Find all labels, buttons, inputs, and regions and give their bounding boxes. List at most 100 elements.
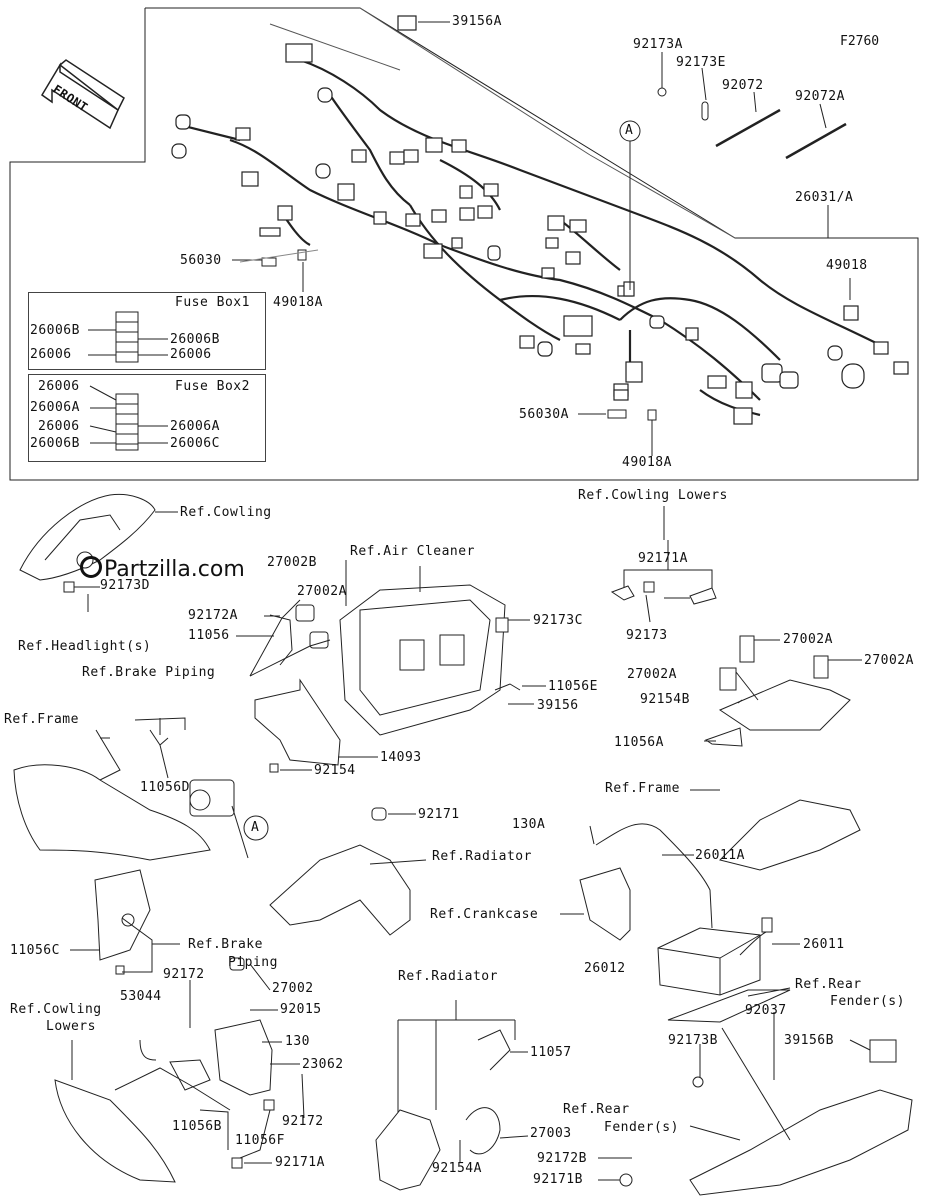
part-label-53044[interactable]: 53044 <box>120 989 162 1004</box>
part-label-49018a-bottom[interactable]: 49018A <box>622 455 672 470</box>
leader-lines-top <box>232 21 851 456</box>
part-label-11056c[interactable]: 11056C <box>10 943 60 958</box>
part-label-23062[interactable]: 23062 <box>302 1057 344 1072</box>
fuse-box2-right-1[interactable]: 26006A <box>170 419 220 434</box>
ref-rear-fender-label-2b[interactable]: Fender(s) <box>604 1120 679 1135</box>
part-label-27002a-3[interactable]: 27002A <box>627 667 677 682</box>
fuse-box1-right-2[interactable]: 26006 <box>170 347 212 362</box>
part-label-39156[interactable]: 39156 <box>537 698 579 713</box>
callout-circle-a-lower <box>243 815 269 841</box>
ref-air-cleaner-label[interactable]: Ref.Air Cleaner <box>350 544 475 559</box>
fuse-box2-right-2[interactable]: 26006C <box>170 436 220 451</box>
ref-radiator-label-2[interactable]: Ref.Radiator <box>398 969 498 984</box>
part-label-39156b[interactable]: 39156B <box>784 1033 834 1048</box>
part-label-92171a-1[interactable]: 92171A <box>638 551 688 566</box>
part-label-11056b[interactable]: 11056B <box>172 1119 222 1134</box>
part-label-11057[interactable]: 11057 <box>530 1045 572 1060</box>
ref-rear-fender-label-1a[interactable]: Ref.Rear <box>795 977 862 992</box>
part-label-92154[interactable]: 92154 <box>314 763 356 778</box>
part-label-11056e[interactable]: 11056E <box>548 679 598 694</box>
cowling-lowers-brackets <box>610 506 717 623</box>
ref-frame-label-1[interactable]: Ref.Frame <box>4 712 79 727</box>
fuse-box2-panel <box>28 374 266 462</box>
watermark-logo: Partzilla.com <box>80 556 245 582</box>
ref-brake-piping-label-2a[interactable]: Ref.Brake <box>188 937 263 952</box>
ref-brake-piping-label-1[interactable]: Ref.Brake Piping <box>82 665 216 680</box>
ref-headlight-label[interactable]: Ref.Headlight(s) <box>18 639 152 654</box>
part-label-56030[interactable]: 56030 <box>180 253 222 268</box>
part-label-26011[interactable]: 26011 <box>803 937 845 952</box>
part-label-92173e[interactable]: 92173E <box>676 55 726 70</box>
part-label-26012[interactable]: 26012 <box>584 961 626 976</box>
part-label-11056f[interactable]: 11056F <box>235 1133 285 1148</box>
ref-brake-piping-label-2b[interactable]: Piping <box>228 955 278 970</box>
part-label-27002b[interactable]: 27002B <box>267 555 317 570</box>
part-label-92173[interactable]: 92173 <box>626 628 668 643</box>
ref-cowling-lowers-label-1[interactable]: Ref.Cowling Lowers <box>578 488 728 503</box>
part-label-92172-2[interactable]: 92172 <box>282 1114 324 1129</box>
part-label-11056[interactable]: 11056 <box>188 628 230 643</box>
fuse-box2-left-2[interactable]: 26006A <box>30 400 80 415</box>
ref-cowling-lowers-label-2a[interactable]: Ref.Cowling <box>10 1002 102 1017</box>
part-label-27002[interactable]: 27002 <box>272 981 314 996</box>
part-label-92037[interactable]: 92037 <box>745 1003 787 1018</box>
part-label-92173a[interactable]: 92173A <box>633 37 683 52</box>
fuse-box1-icon <box>88 311 168 363</box>
fuse-box1-left-2[interactable]: 26006 <box>30 347 72 362</box>
part-label-49018a-top[interactable]: 49018A <box>273 295 323 310</box>
part-label-92154a[interactable]: 92154A <box>432 1161 482 1176</box>
part-label-92173d[interactable]: 92173D <box>100 578 150 593</box>
part-label-92072a[interactable]: 92072A <box>795 89 845 104</box>
front-arrow-icon <box>40 59 125 130</box>
fuse-box2-left-4[interactable]: 26006B <box>30 436 80 451</box>
ref-rear-fender-label-2a[interactable]: Ref.Rear <box>563 1102 630 1117</box>
watermark-text: Partzilla.com <box>104 557 245 582</box>
part-label-27003[interactable]: 27003 <box>530 1126 572 1141</box>
part-label-26031a[interactable]: 26031/A <box>795 190 854 205</box>
ref-crankcase-label[interactable]: Ref.Crankcase <box>430 907 539 922</box>
battery-drawing <box>560 823 800 1023</box>
fuse-box1-right-1[interactable]: 26006B <box>170 332 220 347</box>
ref-rear-fender-label-1b[interactable]: Fender(s) <box>830 994 905 1009</box>
ref-cowling-label[interactable]: Ref.Cowling <box>180 505 272 520</box>
part-label-49018[interactable]: 49018 <box>826 258 868 273</box>
part-label-11056a[interactable]: 11056A <box>614 735 664 750</box>
part-label-92172a[interactable]: 92172A <box>188 608 238 623</box>
figure-id: F2760 <box>840 34 880 49</box>
ref-cowling-lowers-label-2b[interactable]: Lowers <box>46 1019 96 1034</box>
fuse-box1-left-1[interactable]: 26006B <box>30 323 80 338</box>
callout-a-lower: A <box>251 820 260 835</box>
part-label-92171a-2[interactable]: 92171A <box>275 1155 325 1170</box>
part-label-26011a[interactable]: 26011A <box>695 848 745 863</box>
cowling-bracket-drawing <box>19 493 178 612</box>
ref-frame-label-2[interactable]: Ref.Frame <box>605 781 680 796</box>
part-label-27002a-4[interactable]: 27002A <box>864 653 914 668</box>
relay-bracket-drawing <box>690 635 862 871</box>
part-label-14093[interactable]: 14093 <box>380 750 422 765</box>
part-label-39156a[interactable]: 39156A <box>452 14 502 29</box>
part-label-92173b[interactable]: 92173B <box>668 1033 718 1048</box>
fuse-box1-panel <box>28 292 266 370</box>
part-label-92172b[interactable]: 92172B <box>537 1151 587 1166</box>
part-label-92171[interactable]: 92171 <box>418 807 460 822</box>
radiator-bracket-drawing <box>269 807 427 936</box>
part-label-92015[interactable]: 92015 <box>280 1002 322 1017</box>
part-label-27002a-1[interactable]: 27002A <box>297 584 347 599</box>
part-label-92173c[interactable]: 92173C <box>533 613 583 628</box>
part-label-11056d[interactable]: 11056D <box>140 780 190 795</box>
part-label-92171b[interactable]: 92171B <box>533 1172 583 1187</box>
part-label-130[interactable]: 130 <box>285 1034 310 1049</box>
part-label-92172-1[interactable]: 92172 <box>163 967 205 982</box>
part-label-92072[interactable]: 92072 <box>722 78 764 93</box>
part-label-27002a-2[interactable]: 27002A <box>783 632 833 647</box>
part-label-92154b[interactable]: 92154B <box>640 692 690 707</box>
bottom-left-parts <box>54 957 305 1183</box>
fuse-box2-left-1[interactable]: 26006 <box>38 379 80 394</box>
bottom-center-radiator-parts <box>375 1000 529 1191</box>
part-label-56030a[interactable]: 56030A <box>519 407 569 422</box>
ref-radiator-label-1[interactable]: Ref.Radiator <box>432 849 532 864</box>
part-label-130a[interactable]: 130A <box>512 817 546 832</box>
callout-a-top: A <box>625 123 634 138</box>
fuse-box2-left-3[interactable]: 26006 <box>38 419 80 434</box>
